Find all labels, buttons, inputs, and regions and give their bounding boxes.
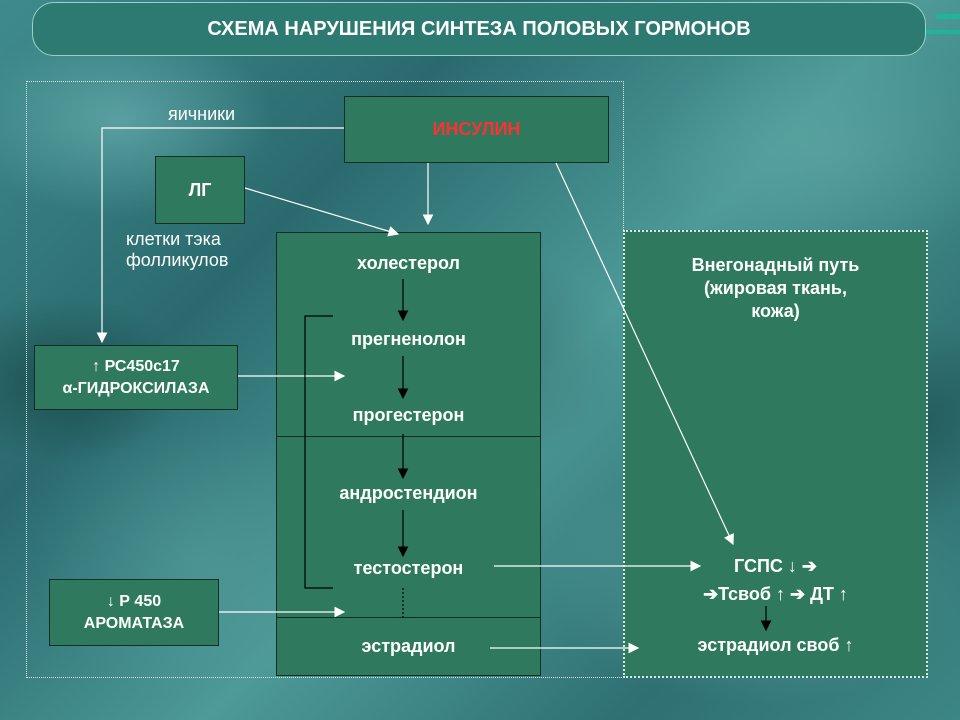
- insulin-box: ИНСУЛИН: [344, 96, 609, 163]
- theca-cells-line-1: клетки тэка: [126, 229, 221, 249]
- title-decoration-bar-bottom: [926, 30, 960, 34]
- enzyme-bracket: [304, 315, 333, 589]
- steroid-progesterone: прогестерон: [352, 405, 465, 425]
- theca-cells-line-2: фолликулов: [126, 250, 229, 270]
- aromatase-enzyme-box: ↓ Р 450 АРОМАТАЗА: [49, 579, 219, 646]
- steroid-cholesterol: холестерол: [357, 253, 460, 273]
- p450c17-line-2: α-ГИДРОКСИЛАЗА: [62, 379, 210, 397]
- steroid-androstenedione: андростендион: [339, 483, 478, 503]
- extragonadal-panel: [623, 230, 928, 678]
- steroid-estradiol: эстрадиол: [361, 636, 456, 656]
- page-title: СХЕМА НАРУШЕНИЯ СИНТЕЗА ПОЛОВЫХ ГОРМОНОВ: [32, 2, 926, 56]
- aromatase-line-2: АРОМАТАЗА: [83, 614, 185, 632]
- theca-cells-label: клетки тэка фолликулов: [126, 229, 228, 271]
- p450c17-line-1: ↑ РС450с17: [92, 357, 180, 375]
- steroid-testosterone: тестостерон: [353, 558, 464, 578]
- ovaries-label: яичники: [168, 104, 236, 124]
- insulin-label: ИНСУЛИН: [432, 119, 521, 139]
- insulin-to-p450c17-line: [96, 127, 344, 344]
- lh-label: ЛГ: [188, 179, 212, 200]
- pathway-divider-1: [277, 436, 540, 437]
- extragonadal-title-line-3: кожа): [751, 301, 800, 321]
- free-estradiol-label: эстрадиол своб ↑: [697, 635, 854, 655]
- lh-box: ЛГ: [155, 156, 245, 224]
- page-title-text: СХЕМА НАРУШЕНИЯ СИНТЕЗА ПОЛОВЫХ ГОРМОНОВ: [207, 17, 751, 40]
- insulin-to-shbg-arrow: [555, 162, 734, 546]
- shbg-label: ГСПС ↓ ➔: [734, 556, 817, 576]
- steroid-pregnenolone: прегненолон: [351, 329, 466, 349]
- extragonadal-title-line-2: (жировая ткань,: [704, 278, 847, 298]
- extragonadal-title-line-1: Внегонадный путь: [691, 255, 860, 275]
- pathway-divider-2: [277, 617, 540, 618]
- title-decoration-bar-top: [936, 14, 960, 19]
- lh-to-pathway-arrow: [244, 187, 400, 237]
- free-testosterone-label: ➔Тсвоб ↑ ➔ ДТ ↑: [703, 584, 848, 604]
- steroid-pathway-box: [276, 232, 541, 676]
- p450c17-enzyme-box: ↑ РС450с17 α-ГИДРОКСИЛАЗА: [34, 345, 238, 410]
- aromatase-line-1: ↓ Р 450: [106, 592, 162, 610]
- extragonadal-title: Внегонадный путь (жировая ткань, кожа): [623, 254, 928, 323]
